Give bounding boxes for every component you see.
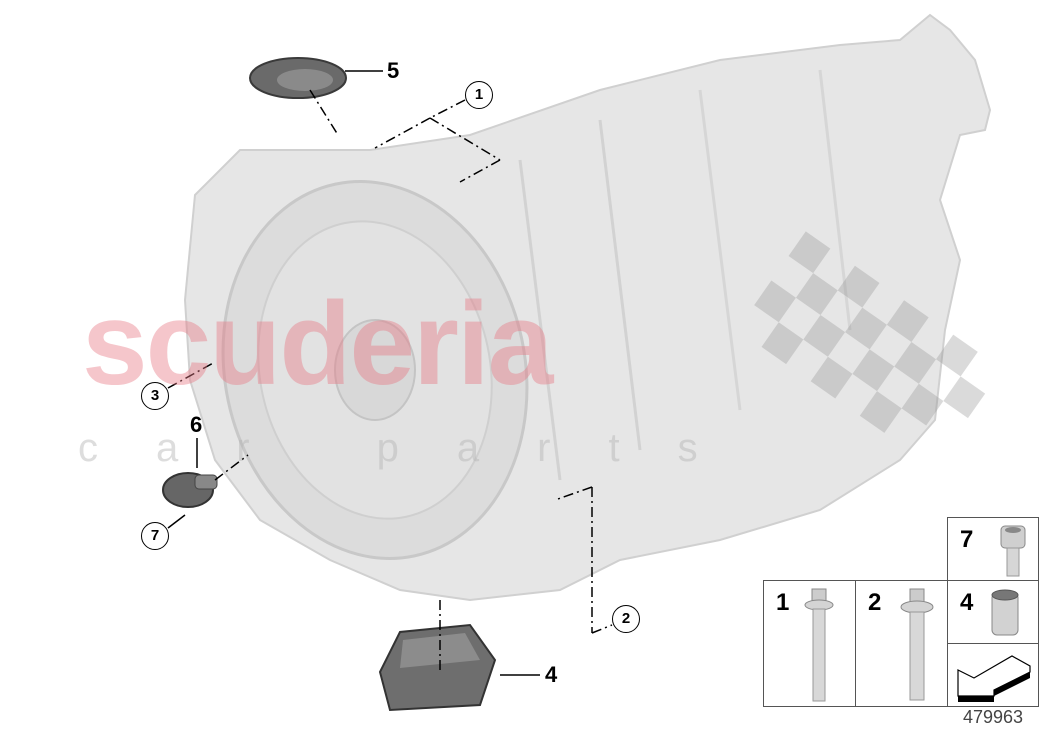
parts-cell-label: 2 [868,589,882,616]
parts-cell-4: 4 [947,580,1039,644]
parts-cell-1: 1 [763,580,856,707]
socket-bolt-icon [1000,525,1026,577]
callout-1[interactable]: 1 [465,81,493,109]
parts-cell-label: 1 [776,589,790,616]
parts-cell-label: 4 [960,589,974,616]
callout-3[interactable]: 3 [141,382,169,410]
callout-6[interactable]: 6 [190,412,203,437]
callout-5[interactable]: 5 [387,58,400,83]
parts-cell-2: 2 [855,580,948,707]
parts-cell-arrow [947,643,1039,707]
diagram-id: 479963 [963,707,1024,727]
callout-7[interactable]: 7 [141,522,169,550]
callout-2[interactable]: 2 [612,605,640,633]
torx-bolt-icon [900,588,934,701]
parts-cell-label: 7 [960,526,974,553]
parts-cell-7: 7 [947,517,1039,581]
direction-arrow-icon [957,655,1031,702]
dowel-sleeve-icon [991,589,1019,636]
torx-bolt-long-icon [804,588,834,702]
callout-4[interactable]: 4 [545,662,558,687]
watermark-tagline: car parts [78,426,756,470]
